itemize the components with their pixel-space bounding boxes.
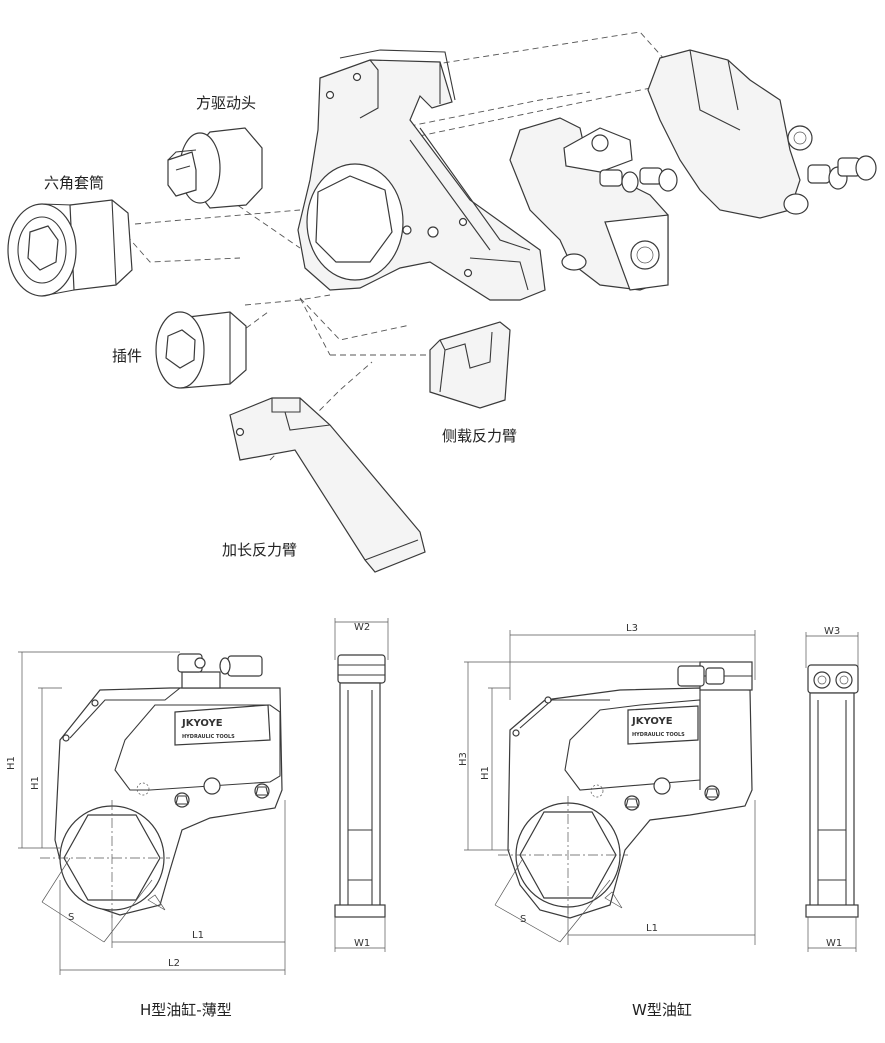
ratchet-link-drawing — [297, 49, 546, 301]
w-cylinder-drawing — [509, 117, 678, 291]
w-dim-w1: W1 — [826, 938, 842, 949]
caption-h-type: H型油缸-薄型 — [140, 1001, 232, 1019]
label-side-arm: 侧载反力臂 — [442, 427, 517, 445]
insert-drawing — [155, 311, 247, 389]
side-arm-drawing — [429, 321, 511, 409]
w-dim-l3: L3 — [626, 623, 638, 634]
h-dim-l2: L2 — [168, 958, 180, 969]
h-dim-h1-outer: H1 — [6, 756, 17, 770]
hex-socket-drawing — [7, 199, 133, 297]
w-dim-h1: H1 — [480, 766, 491, 780]
caption-w-type: W型油缸 — [632, 1001, 692, 1019]
w-dim-s: S — [520, 914, 526, 925]
h-dim-l1: L1 — [192, 930, 204, 941]
long-arm-drawing — [229, 397, 426, 573]
label-hex-socket: 六角套筒 — [44, 174, 104, 192]
label-insert: 插件 — [112, 347, 142, 365]
coupler-b — [837, 155, 877, 181]
w-dim-w3: W3 — [824, 626, 840, 637]
w-dim-l1: L1 — [646, 923, 658, 934]
h-dim-w2: W2 — [354, 622, 370, 633]
h-dim-s: S — [68, 912, 74, 923]
exploded-view: 六角套筒 方驱动头 插件 — [7, 31, 877, 573]
w-type-front-view: JKYOYE HYDRAULIC TOOLS L3 H3 H1 L1 S — [458, 623, 756, 945]
label-square-drive: 方驱动头 — [196, 94, 256, 112]
w-type-side-view: W3 W1 — [805, 626, 859, 952]
piston-unit-drawing — [647, 49, 877, 219]
h-brand-sub: HYDRAULIC TOOLS — [182, 734, 235, 740]
coupler-left — [599, 169, 639, 193]
label-long-arm: 加长反力臂 — [222, 541, 297, 559]
h-type-front-view: JKYOYE HYDRAULIC TOOLS H1 H1 L1 L2 S — [6, 651, 286, 975]
w-brand-sub: HYDRAULIC TOOLS — [632, 732, 685, 738]
coupler-right — [639, 167, 678, 192]
h-dim-w1: W1 — [354, 938, 370, 949]
square-drive-drawing — [167, 127, 263, 209]
h-brand-name: JKYOYE — [181, 718, 223, 729]
w-brand-name: JKYOYE — [631, 716, 673, 727]
h-dim-h1-inner: H1 — [30, 776, 41, 790]
h-type-side-view: W2 W1 — [334, 618, 389, 952]
w-dim-h3: H3 — [458, 752, 469, 766]
